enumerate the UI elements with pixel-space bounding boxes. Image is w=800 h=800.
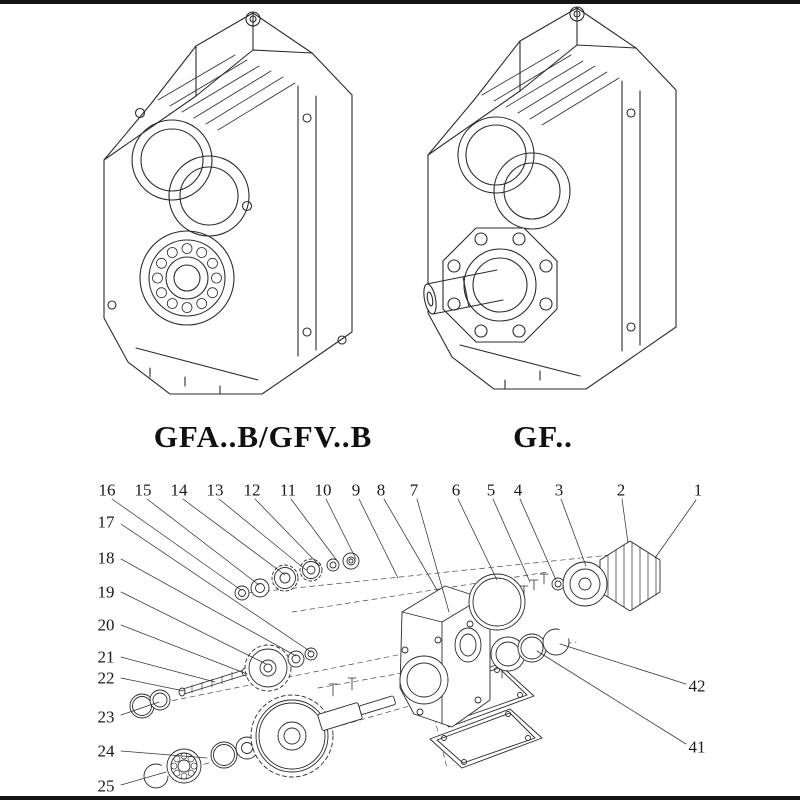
shaft-bolts <box>328 677 357 697</box>
output-rings <box>490 628 570 672</box>
part-number-15: 15 <box>134 480 152 500</box>
output-bearing <box>166 748 202 784</box>
part-number-22: 22 <box>97 668 115 688</box>
model-label-gfab-gfv: GFA..B/GFV..B <box>153 419 373 454</box>
input-shaft-parts <box>234 552 360 601</box>
part-number-4: 4 <box>513 480 523 500</box>
part-number-10: 10 <box>314 480 332 500</box>
part-number-7: 7 <box>409 480 419 500</box>
bearing-detail <box>139 230 235 326</box>
exploded-parts-diagram <box>111 498 697 789</box>
part-number-8: 8 <box>376 480 386 500</box>
gear-housing <box>399 585 491 728</box>
part-number-25: 25 <box>97 776 115 796</box>
intermediate-shaft-parts <box>129 644 318 719</box>
page-bottom-border <box>0 796 800 800</box>
page-top-border <box>0 0 800 4</box>
part-number-9: 9 <box>351 480 361 500</box>
part-number-13: 13 <box>206 480 224 500</box>
part-number-16: 16 <box>98 480 116 500</box>
part-number-19: 19 <box>97 582 115 602</box>
gearbox-drawing-left <box>103 11 353 395</box>
part-number-21: 21 <box>97 647 115 667</box>
fins-left <box>157 54 296 131</box>
leader-lines <box>111 498 697 786</box>
part-number-12: 12 <box>243 480 261 500</box>
cover-gasket-and-bolts <box>468 573 565 631</box>
part-number-42: 42 <box>688 676 706 696</box>
part-number-14: 14 <box>170 480 188 500</box>
part-number-2: 2 <box>616 480 626 500</box>
gearbox-drawing-right <box>423 6 677 390</box>
output-shaft <box>317 695 396 731</box>
part-number-41: 41 <box>688 737 706 757</box>
part-number-24: 24 <box>97 741 115 761</box>
part-number-17: 17 <box>97 512 115 532</box>
input-motor-unit <box>562 540 661 612</box>
part-number-11: 11 <box>279 480 297 500</box>
output-shaft-parts <box>143 677 396 789</box>
output-flange <box>423 227 558 343</box>
fins-right <box>481 49 620 126</box>
part-number-23: 23 <box>97 707 115 727</box>
part-number-6: 6 <box>451 480 461 500</box>
model-label-gf: GF.. <box>513 419 573 454</box>
part-number-18: 18 <box>97 548 115 568</box>
part-number-20: 20 <box>97 615 115 635</box>
part-number-5: 5 <box>486 480 496 500</box>
part-number-3: 3 <box>554 480 564 500</box>
part-number-1: 1 <box>693 480 703 500</box>
